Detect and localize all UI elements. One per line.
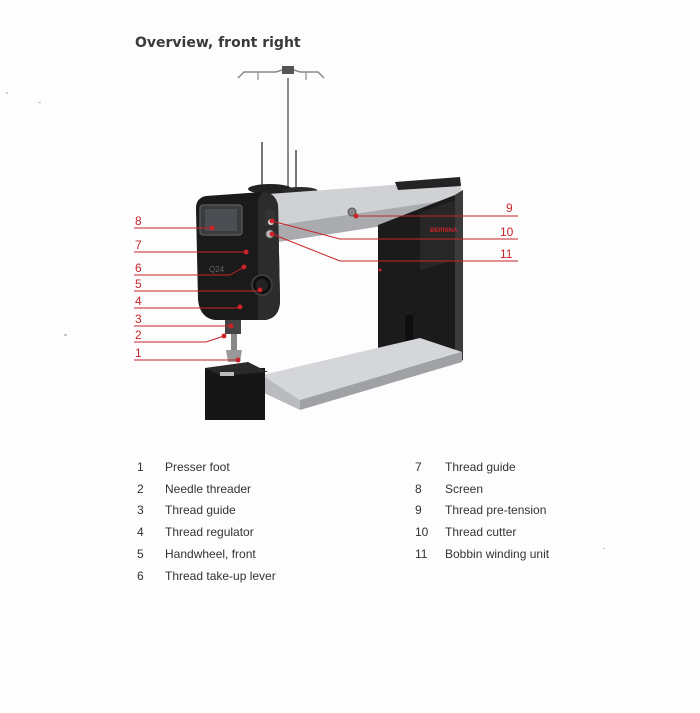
- callout-4: 4: [135, 294, 142, 308]
- callout-lines: [134, 213, 518, 363]
- svg-text:BERNINA: BERNINA: [430, 228, 458, 234]
- scan-speck: [6, 92, 8, 94]
- callout-1: 1: [135, 346, 142, 360]
- callout-11: 11: [500, 247, 513, 261]
- scan-speck: [38, 102, 41, 103]
- scan-speck: [603, 548, 605, 549]
- callout-8: 8: [135, 214, 142, 228]
- page-title: Overview, front right: [135, 35, 301, 51]
- callout-3: 3: [135, 312, 142, 326]
- callout-5: 5: [135, 277, 142, 291]
- scan-speck: [64, 334, 67, 336]
- thread-stand: [237, 66, 325, 195]
- svg-text:Q24: Q24: [209, 265, 225, 274]
- machine-illustration: BERNINA Q24: [134, 66, 518, 420]
- callout-2: 2: [135, 328, 142, 342]
- upper-arm: [255, 177, 462, 244]
- right-column: BERNINA: [378, 190, 463, 372]
- base-rail: [205, 338, 462, 420]
- callout-6: 6: [135, 261, 142, 275]
- callout-7: 7: [135, 238, 142, 252]
- callout-9: 9: [506, 201, 513, 215]
- machine-head: Q24: [196, 192, 280, 362]
- callout-10: 10: [500, 225, 514, 239]
- callout-numbers: 8 7 6 5 4 3 2 1 9 10 11: [135, 201, 514, 360]
